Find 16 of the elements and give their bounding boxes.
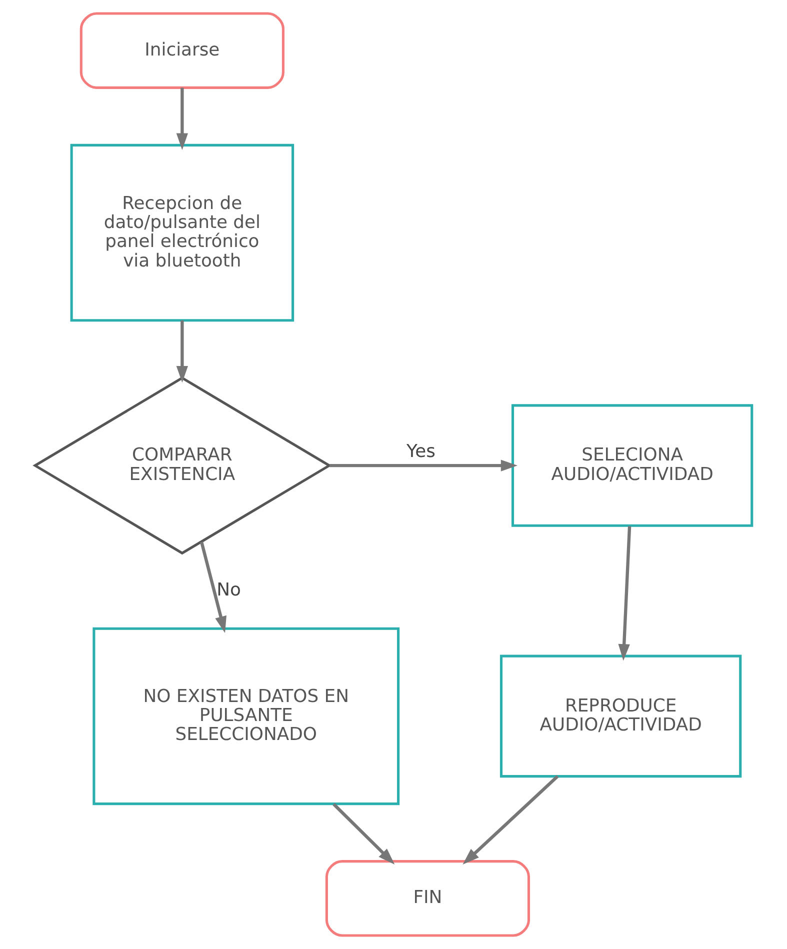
node-diamond: COMPARAR EXISTENCIA xyxy=(32,376,332,555)
arrow xyxy=(618,526,632,661)
edge-label: No xyxy=(216,580,242,601)
node-box: SELECIONA AUDIO/ACTIVIDAD xyxy=(511,404,754,527)
node-box: NO EXISTEN DATOS EN PULSANTE SELECCIONADO xyxy=(92,627,400,806)
node-box: Iniciarse xyxy=(80,12,284,89)
arrow xyxy=(176,320,188,383)
edge-label: Yes xyxy=(406,440,436,462)
arrow xyxy=(176,88,188,150)
arrow xyxy=(200,542,226,633)
arrow xyxy=(332,803,395,864)
node-box: FIN xyxy=(325,860,530,937)
arrow xyxy=(330,460,518,472)
node-box: REPRODUCE AUDIO/ACTIVIDAD xyxy=(500,654,742,778)
node-box: Recepcion de dato/pulsante del panel electrónico via bluetooth xyxy=(70,144,294,322)
arrow xyxy=(462,775,559,865)
